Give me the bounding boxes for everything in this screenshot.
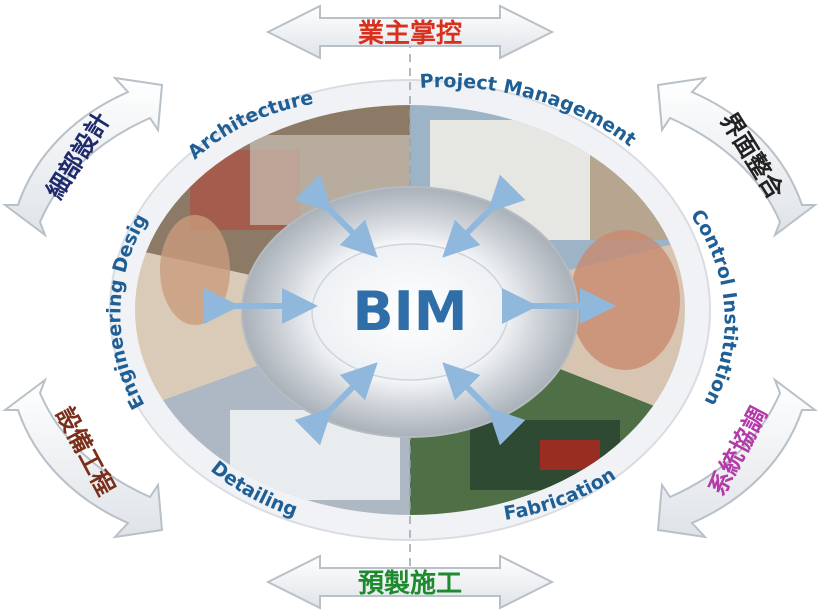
outer-arrow-top-right [656, 76, 818, 238]
arrow-bottom-left [294, 362, 378, 446]
arrow-top-left [294, 174, 378, 258]
radial-arrows [204, 174, 616, 446]
outer-label-top: 業主掌控 [358, 19, 462, 49]
arrow-top-right [442, 174, 526, 258]
outer-arrow-bottom-right [656, 377, 818, 539]
outer-arrow-top [265, 4, 555, 60]
outer-label-top-right: 界面整合 [714, 108, 789, 205]
bim-label: BIM [353, 280, 468, 343]
outer-label-bottom: 預製施工 [358, 568, 462, 599]
outer-arrow-bottom-left [1, 377, 164, 539]
arrow-bottom-right [442, 362, 526, 446]
outer-arrow-top-left [1, 76, 164, 238]
outer-arrow-bottom [265, 554, 555, 610]
